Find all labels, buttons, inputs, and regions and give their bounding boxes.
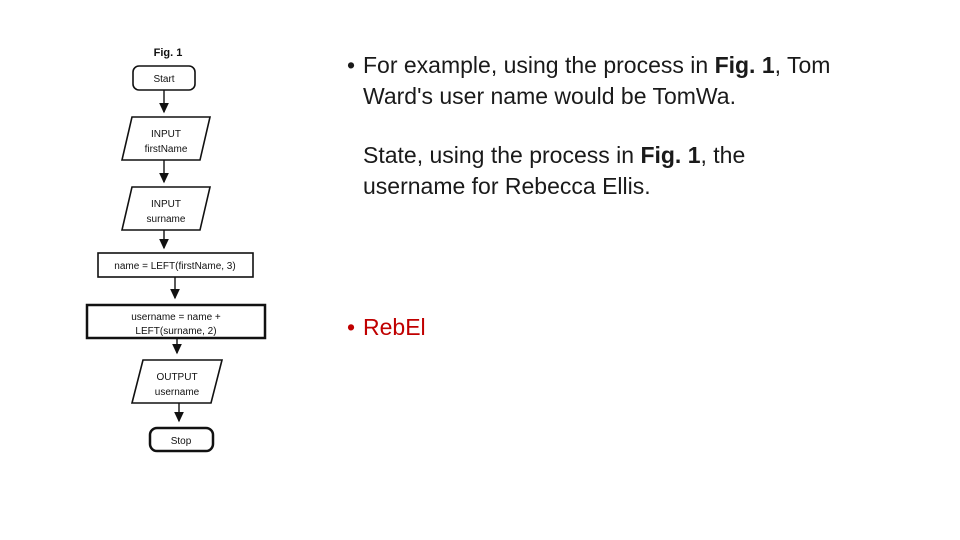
bullet-answer: • RebEl — [342, 312, 942, 343]
node-stop: Stop — [148, 426, 215, 453]
start-label: Start — [153, 74, 174, 85]
bullet-example-line1-pre: For example, using the process in — [363, 52, 715, 78]
input-firstname-line1: INPUT — [151, 129, 181, 140]
flowchart-figure: Fig. 1 Start INPUT firstName INPUT surna… — [85, 47, 267, 453]
output-username-line2: username — [155, 387, 200, 398]
fig-reference-bold: Fig. 1 — [714, 52, 775, 78]
paragraph-question-line1-post: , the — [700, 142, 746, 168]
bullet-example-line1: For example, using the process in Fig. 1… — [363, 50, 942, 81]
paragraph-question: State, using the process in Fig. 1, the … — [342, 140, 745, 202]
process-username-rect — [85, 303, 267, 340]
node-process-username: username = name + LEFT(surname, 2) — [85, 303, 267, 340]
node-input-surname: INPUT surname — [120, 186, 212, 231]
input-firstname-line2: firstName — [145, 144, 188, 155]
node-start: Start — [132, 65, 196, 91]
paragraph-question-line2: username for Rebecca Ellis. — [363, 173, 651, 199]
fig-reference-bold: Fig. 1 — [640, 142, 701, 168]
bullet-example-line1-post: , Tom — [774, 52, 831, 78]
input-surname-line2: surname — [147, 214, 186, 225]
input-surname-parallelogram — [120, 186, 212, 231]
figure-caption: Fig. 1 — [154, 47, 183, 59]
input-firstname-parallelogram — [120, 116, 212, 161]
stop-terminator-shape — [148, 426, 215, 453]
node-input-firstname: INPUT firstName — [120, 116, 212, 161]
process-username-line2: LEFT(surname, 2) — [135, 326, 216, 337]
paragraph-question-line1-pre: State, using the process in — [363, 142, 641, 168]
bullet-example: • For example, using the process in Fig.… — [342, 50, 942, 112]
answer-text: RebEl — [363, 314, 426, 340]
bullet-dot: • — [347, 314, 356, 340]
bullet-example-line2: Ward's user name would be TomWa. — [363, 83, 736, 109]
output-username-parallelogram — [130, 359, 224, 404]
process-name-label: name = LEFT(firstName, 3) — [114, 261, 235, 272]
node-process-name: name = LEFT(firstName, 3) — [97, 252, 254, 278]
slide-body-text: • For example, using the process in Fig.… — [342, 0, 942, 540]
node-output-username: OUTPUT username — [130, 359, 224, 404]
process-username-line1: username = name + — [131, 312, 221, 323]
output-username-line1: OUTPUT — [156, 372, 197, 383]
stop-label: Stop — [171, 436, 192, 447]
process-name-rect — [97, 252, 254, 278]
paragraph-question-line1: State, using the process in Fig. 1, the — [363, 140, 745, 171]
input-surname-line1: INPUT — [151, 199, 181, 210]
bullet-dot: • — [347, 52, 356, 78]
